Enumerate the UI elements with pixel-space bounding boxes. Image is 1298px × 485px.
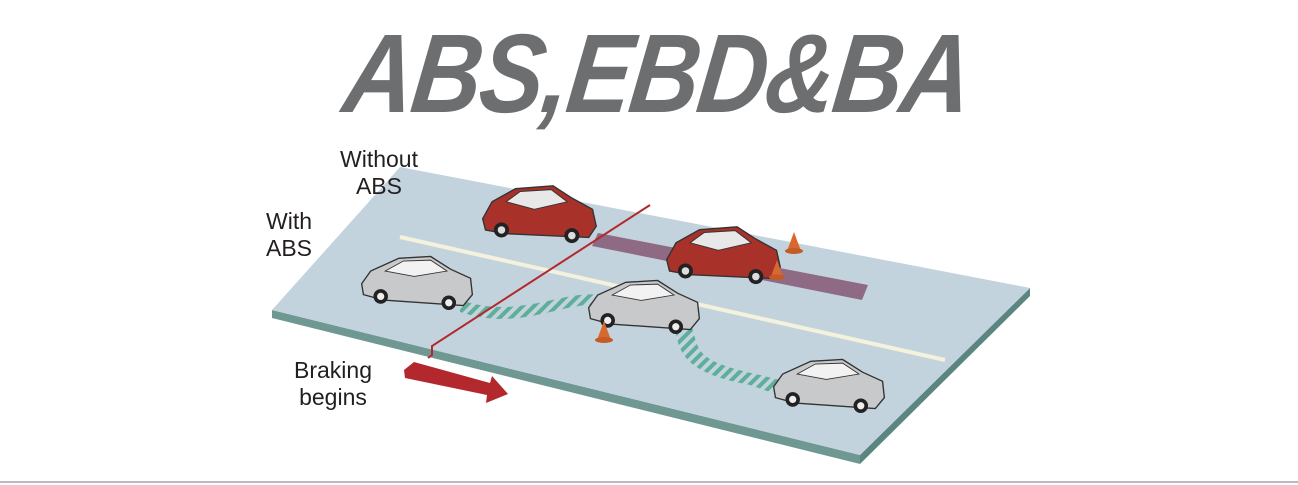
- without-abs-label: Without ABS: [340, 146, 418, 200]
- abs-steering-path: [460, 294, 780, 392]
- braking-begins-label: Braking begins: [294, 357, 372, 411]
- label-line: begins: [299, 384, 367, 410]
- braking-arrow: [404, 362, 508, 403]
- page-title: ABS,EBD&BA: [337, 11, 978, 136]
- label-line: With: [266, 208, 313, 234]
- braking-line: [427, 204, 651, 359]
- label-line: ABS: [266, 235, 313, 261]
- road-edge: [272, 310, 860, 464]
- with-abs-label: With ABS: [266, 208, 312, 262]
- road-edge-right: [860, 288, 1030, 464]
- label-line: Without: [340, 146, 418, 172]
- label-line: ABS: [355, 173, 402, 199]
- label-line: Braking: [294, 357, 372, 383]
